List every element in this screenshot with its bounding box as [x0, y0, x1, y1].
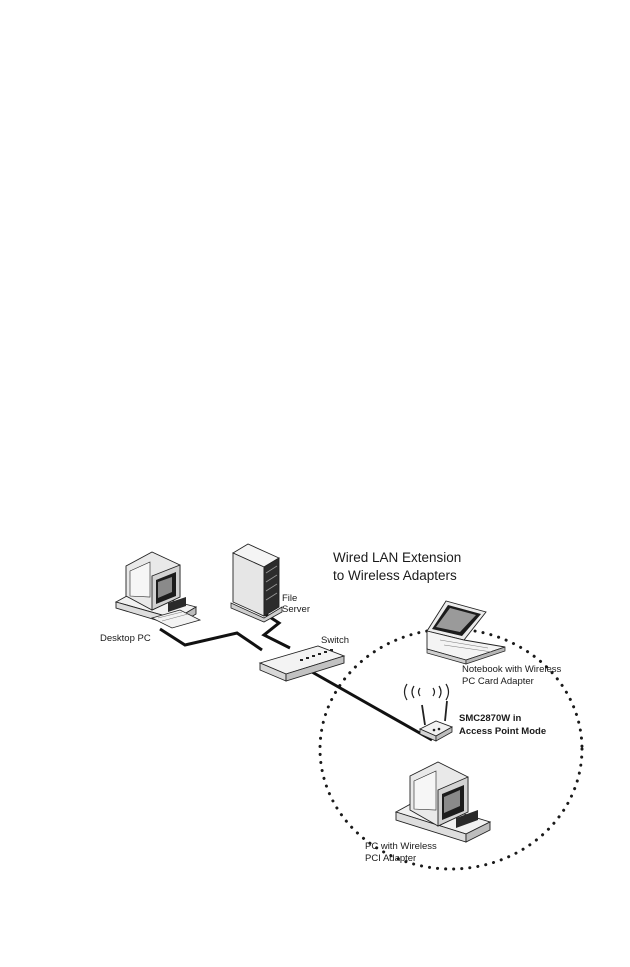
- notebook-label-line2: PC Card Adapter: [462, 676, 534, 687]
- desktop-pc-label: Desktop PC: [100, 633, 151, 644]
- file-server-icon: [230, 543, 283, 623]
- switch-icon: [258, 645, 346, 682]
- cable-switch-to-access-point: [311, 670, 433, 742]
- wireless-signal-icon: [403, 683, 450, 701]
- switch-label: Switch: [321, 635, 349, 646]
- notebook-icon: [426, 600, 506, 665]
- desktop-pc-icon: [114, 551, 202, 629]
- file-server-label-line2: Server: [282, 604, 310, 615]
- diagram-title-line1: Wired LAN Extension: [333, 550, 461, 565]
- access-point-label-line2: Access Point Mode: [459, 726, 546, 737]
- wireless-pc-icon: [394, 761, 492, 843]
- notebook-label-line1: Notebook with Wireless: [462, 664, 562, 675]
- diagram-title-line2: to Wireless Adapters: [333, 568, 457, 583]
- access-point-label-line1: SMC2870W in: [459, 713, 521, 724]
- cable-desktop-to-switch: [159, 627, 263, 652]
- file-server-label-line1: File: [282, 593, 297, 604]
- wireless-pc-label-line2: PCI Adapter: [365, 853, 416, 864]
- access-point-icon: [418, 700, 454, 742]
- wireless-pc-label-line1: PC with Wireless: [365, 841, 437, 852]
